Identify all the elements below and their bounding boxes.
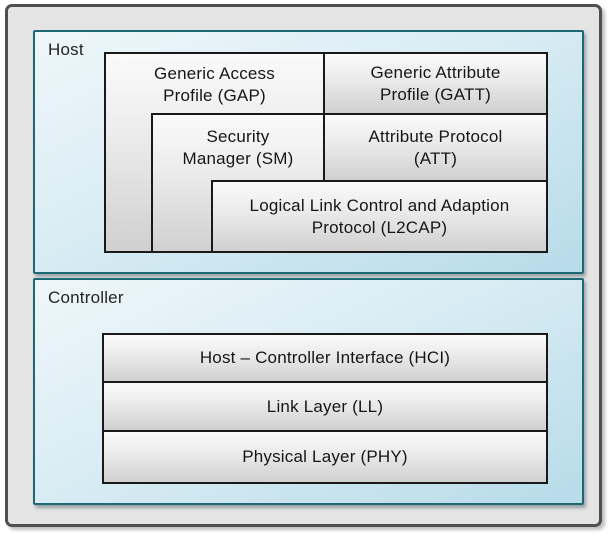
physical-layer-box: Physical Layer (PHY) xyxy=(102,430,548,484)
gatt-label-line1: Generic Attribute xyxy=(370,62,501,82)
hci-label: Host – Controller Interface (HCI) xyxy=(199,348,451,367)
link-layer-box: Link Layer (LL) xyxy=(102,381,548,432)
att-box: Attribute Protocol (ATT) xyxy=(323,113,548,182)
phy-label: Physical Layer (PHY) xyxy=(242,447,408,466)
l2cap-label-line1: Logical Link Control and Adaption xyxy=(249,195,510,215)
sm-label-line2: Manager (SM) xyxy=(182,149,294,168)
ll-label: Link Layer (LL) xyxy=(266,396,384,416)
gatt-box: Generic Attribute Profile (GATT) xyxy=(323,52,548,115)
sm-label-line1: Security xyxy=(206,127,270,146)
gatt-label-line2: Profile (GATT) xyxy=(379,84,492,104)
gap-label-line2: Profile (GAP) xyxy=(163,86,266,105)
gap-label-line1: Generic Access xyxy=(154,64,275,83)
l2cap-label-line2: Protocol (L2CAP) xyxy=(311,217,448,237)
hci-box: Host – Controller Interface (HCI) xyxy=(102,333,548,383)
host-panel-label: Host xyxy=(48,40,84,59)
l2cap-box: Logical Link Control and Adaption Protoc… xyxy=(211,180,548,253)
controller-panel-label: Controller xyxy=(48,288,124,307)
att-label-line2: (ATT) xyxy=(413,148,458,168)
att-label-line1: Attribute Protocol xyxy=(368,126,503,146)
